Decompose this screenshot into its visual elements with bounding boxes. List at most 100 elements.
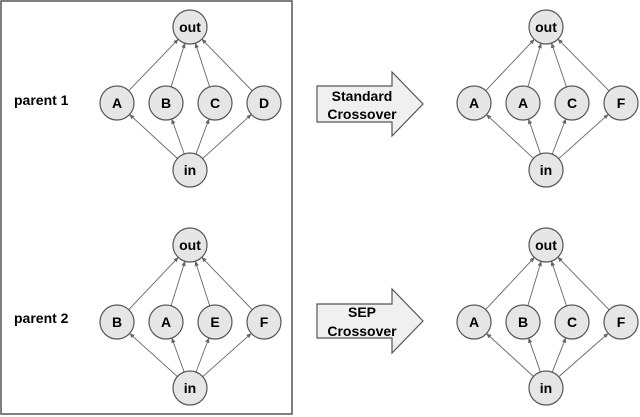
sep-child-node-hidden-0-circle — [456, 304, 492, 340]
sep-child-node-hidden-0-label: A — [469, 314, 479, 330]
parent1-node-hidden-2: C — [197, 85, 233, 121]
parent1-node-out-label: out — [179, 19, 201, 35]
parent1-node-hidden-3-circle — [246, 85, 282, 121]
parent2-edge-in-2 — [195, 337, 210, 373]
sep-child-edge-out-3 — [557, 256, 610, 311]
standard-child-node-in: in — [528, 152, 564, 188]
parent2-node-hidden-1: A — [148, 304, 184, 340]
standard-child-node-in-circle — [528, 152, 564, 188]
parent-2-label: parent 2 — [14, 310, 69, 326]
parent1-node-hidden-2-label: C — [210, 95, 220, 111]
parent1-node-out: out — [172, 9, 208, 45]
standard-child-edge-in-1 — [528, 118, 541, 155]
standard-child-edge-out-3 — [557, 38, 610, 92]
sep-child-edge-out-0 — [485, 257, 535, 310]
parent1-node-hidden-1-circle — [148, 85, 184, 121]
parent2-node-hidden-0-circle — [99, 304, 135, 340]
parent1-node-hidden-3-label: D — [259, 95, 269, 111]
parent1-edge-out-3 — [201, 38, 253, 92]
sep-child-node-in-label: in — [540, 380, 552, 396]
parent1-node-hidden-1: B — [148, 85, 184, 121]
standard-child-edge-in-3 — [558, 113, 609, 160]
parent2-node-hidden-0: B — [99, 304, 135, 340]
sep-child-edge-in-0 — [486, 333, 534, 377]
parent1-node-in-circle — [172, 152, 208, 188]
standard-child-edge-in-2 — [551, 118, 567, 155]
parent2-edge-out-3 — [201, 256, 253, 311]
sep-child-node-in: in — [528, 370, 564, 406]
standard-child-node-out-circle — [528, 9, 564, 45]
sep-child-edge-out-1 — [527, 260, 542, 306]
standard-child-node-hidden-2: C — [554, 85, 590, 121]
sep-child-node-out: out — [528, 227, 564, 263]
standard-child-node-hidden-2-label: C — [567, 95, 577, 111]
parent-1-label: parent 1 — [14, 92, 69, 108]
standard-child-node-hidden-1: A — [505, 85, 541, 121]
sep-child-node-hidden-2-circle — [554, 304, 590, 340]
parent2-node-hidden-2: E — [197, 304, 233, 340]
sep-child-edge-in-3 — [558, 332, 609, 378]
parent2-node-in-circle — [172, 370, 208, 406]
parent2-edge-in-0 — [129, 333, 178, 377]
parent2-node-hidden-0-label: B — [112, 314, 122, 330]
standard-child-node-hidden-0: A — [456, 85, 492, 121]
standard-child-node-hidden-1-label: A — [518, 95, 528, 111]
sep-child-node-hidden-1-circle — [505, 304, 541, 340]
sep-child-node-hidden-3-label: F — [617, 314, 626, 330]
standard-child-edge-in-0 — [486, 114, 534, 159]
standard-child-node-hidden-3: F — [603, 85, 639, 121]
parent2-node-hidden-1-label: A — [161, 314, 171, 330]
standard-child-node-hidden-0-circle — [456, 85, 492, 121]
standard-child-node-hidden-3-circle — [603, 85, 639, 121]
parent2-node-hidden-3: F — [246, 304, 282, 340]
parent1-edge-in-3 — [202, 114, 252, 159]
parent2-edge-in-1 — [171, 337, 185, 373]
standard-crossover-arrow: Standard Crossover — [316, 70, 424, 138]
parent1-node-hidden-2-circle — [197, 85, 233, 121]
parent2-node-hidden-3-circle — [246, 304, 282, 340]
sep-child-node-hidden-1: B — [505, 304, 541, 340]
parent2-edge-out-1 — [170, 260, 186, 306]
parent2-node-in-label: in — [184, 380, 196, 396]
sep-child-node-hidden-1-label: B — [518, 314, 528, 330]
standard-child-edge-out-1 — [527, 42, 542, 87]
sep-crossover-label-line1: SEP — [348, 304, 376, 320]
parent2-node-hidden-3-label: F — [260, 314, 269, 330]
parent2-edge-out-0 — [128, 256, 179, 310]
sep-child-node-out-circle — [528, 227, 564, 263]
parent1-node-hidden-0-circle — [99, 85, 135, 121]
parent1-node-in-label: in — [184, 162, 196, 178]
parent1-edge-out-1 — [170, 42, 186, 87]
sep-child-node-hidden-2-label: C — [567, 314, 577, 330]
standard-crossover-label-line2: Crossover — [327, 106, 397, 122]
parent2-edge-out-2 — [194, 260, 211, 306]
standard-crossover-label-line1: Standard — [332, 88, 393, 104]
sep-crossover-arrow: SEP Crossover — [316, 287, 424, 355]
sep-child-node-hidden-0: A — [456, 304, 492, 340]
standard-child-node-out: out — [528, 9, 564, 45]
standard-child-node-in-label: in — [540, 162, 552, 178]
parent2-node-in: in — [172, 370, 208, 406]
parent2-node-out: out — [172, 227, 208, 263]
sep-child-node-hidden-3-circle — [603, 304, 639, 340]
sep-child-edge-in-1 — [528, 337, 541, 373]
standard-child-edge-out-0 — [485, 38, 535, 91]
standard-child-edge-out-2 — [551, 42, 567, 88]
parent1-node-hidden-3: D — [246, 85, 282, 121]
parent1-node-hidden-1-label: B — [161, 95, 171, 111]
parent1-edge-out-0 — [128, 38, 179, 92]
parent1-node-in: in — [172, 152, 208, 188]
sep-child-node-hidden-3: F — [603, 304, 639, 340]
parents-frame — [0, 0, 293, 415]
parent1-edge-in-1 — [171, 118, 185, 155]
parent2-node-out-circle — [172, 227, 208, 263]
parent1-edge-out-2 — [194, 42, 211, 87]
parent1-node-hidden-0: A — [99, 85, 135, 121]
sep-child-node-in-circle — [528, 370, 564, 406]
parent1-node-hidden-0-label: A — [112, 95, 122, 111]
parent2-node-out-label: out — [179, 237, 201, 253]
standard-child-node-hidden-0-label: A — [469, 95, 479, 111]
